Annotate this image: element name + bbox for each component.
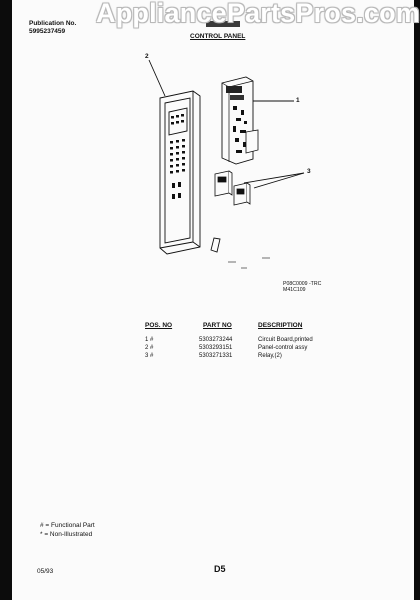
table-row-2-pos: 2 # — [145, 345, 154, 351]
table-row-3-description: Relay,(2) — [258, 353, 282, 359]
callout-1: 1 — [296, 97, 300, 104]
column-header-description: DESCRIPTION — [258, 322, 303, 329]
legend-non-illustrated: * = Non-Illustrated — [40, 531, 93, 538]
control-panel-drawing — [159, 90, 221, 255]
table-row-1-description: Circuit Board,printed — [258, 337, 313, 343]
table-row-2-part: 5303293151 — [199, 345, 233, 351]
model-code: M41C109 — [283, 287, 306, 293]
callout-3: 3 — [307, 168, 311, 175]
relay-drawing — [214, 170, 251, 206]
table-row-3-pos: 3 # — [145, 353, 154, 359]
revision-date: 05/93 — [37, 568, 54, 575]
legend-functional-part: # = Functional Part — [40, 522, 95, 529]
table-row-3-part: 5303271331 — [199, 353, 233, 359]
circuit-board-drawing — [221, 76, 259, 165]
column-header-part-no: PART NO — [203, 322, 232, 329]
publication-label: Publication No. — [29, 20, 77, 27]
keypad-drawing — [170, 114, 185, 199]
catalog-sheet — [12, 0, 414, 600]
watermark: AppliancePartsPros.com — [96, 0, 420, 28]
publication-number: 5995237459 — [29, 28, 66, 35]
column-header-pos-no: POS. NO — [145, 322, 173, 329]
table-row-1-part: 5303273244 — [199, 337, 233, 343]
table-row-2-description: Panel-control assy — [258, 345, 308, 351]
redacted-model-number — [206, 21, 240, 27]
section-title: CONTROL PANEL — [190, 33, 246, 40]
table-row-1-pos: 1 # — [145, 337, 154, 343]
callout-2: 2 — [145, 53, 149, 60]
page-number: D5 — [214, 564, 226, 574]
drawing-code: P08C0009 -TRC — [283, 281, 322, 287]
